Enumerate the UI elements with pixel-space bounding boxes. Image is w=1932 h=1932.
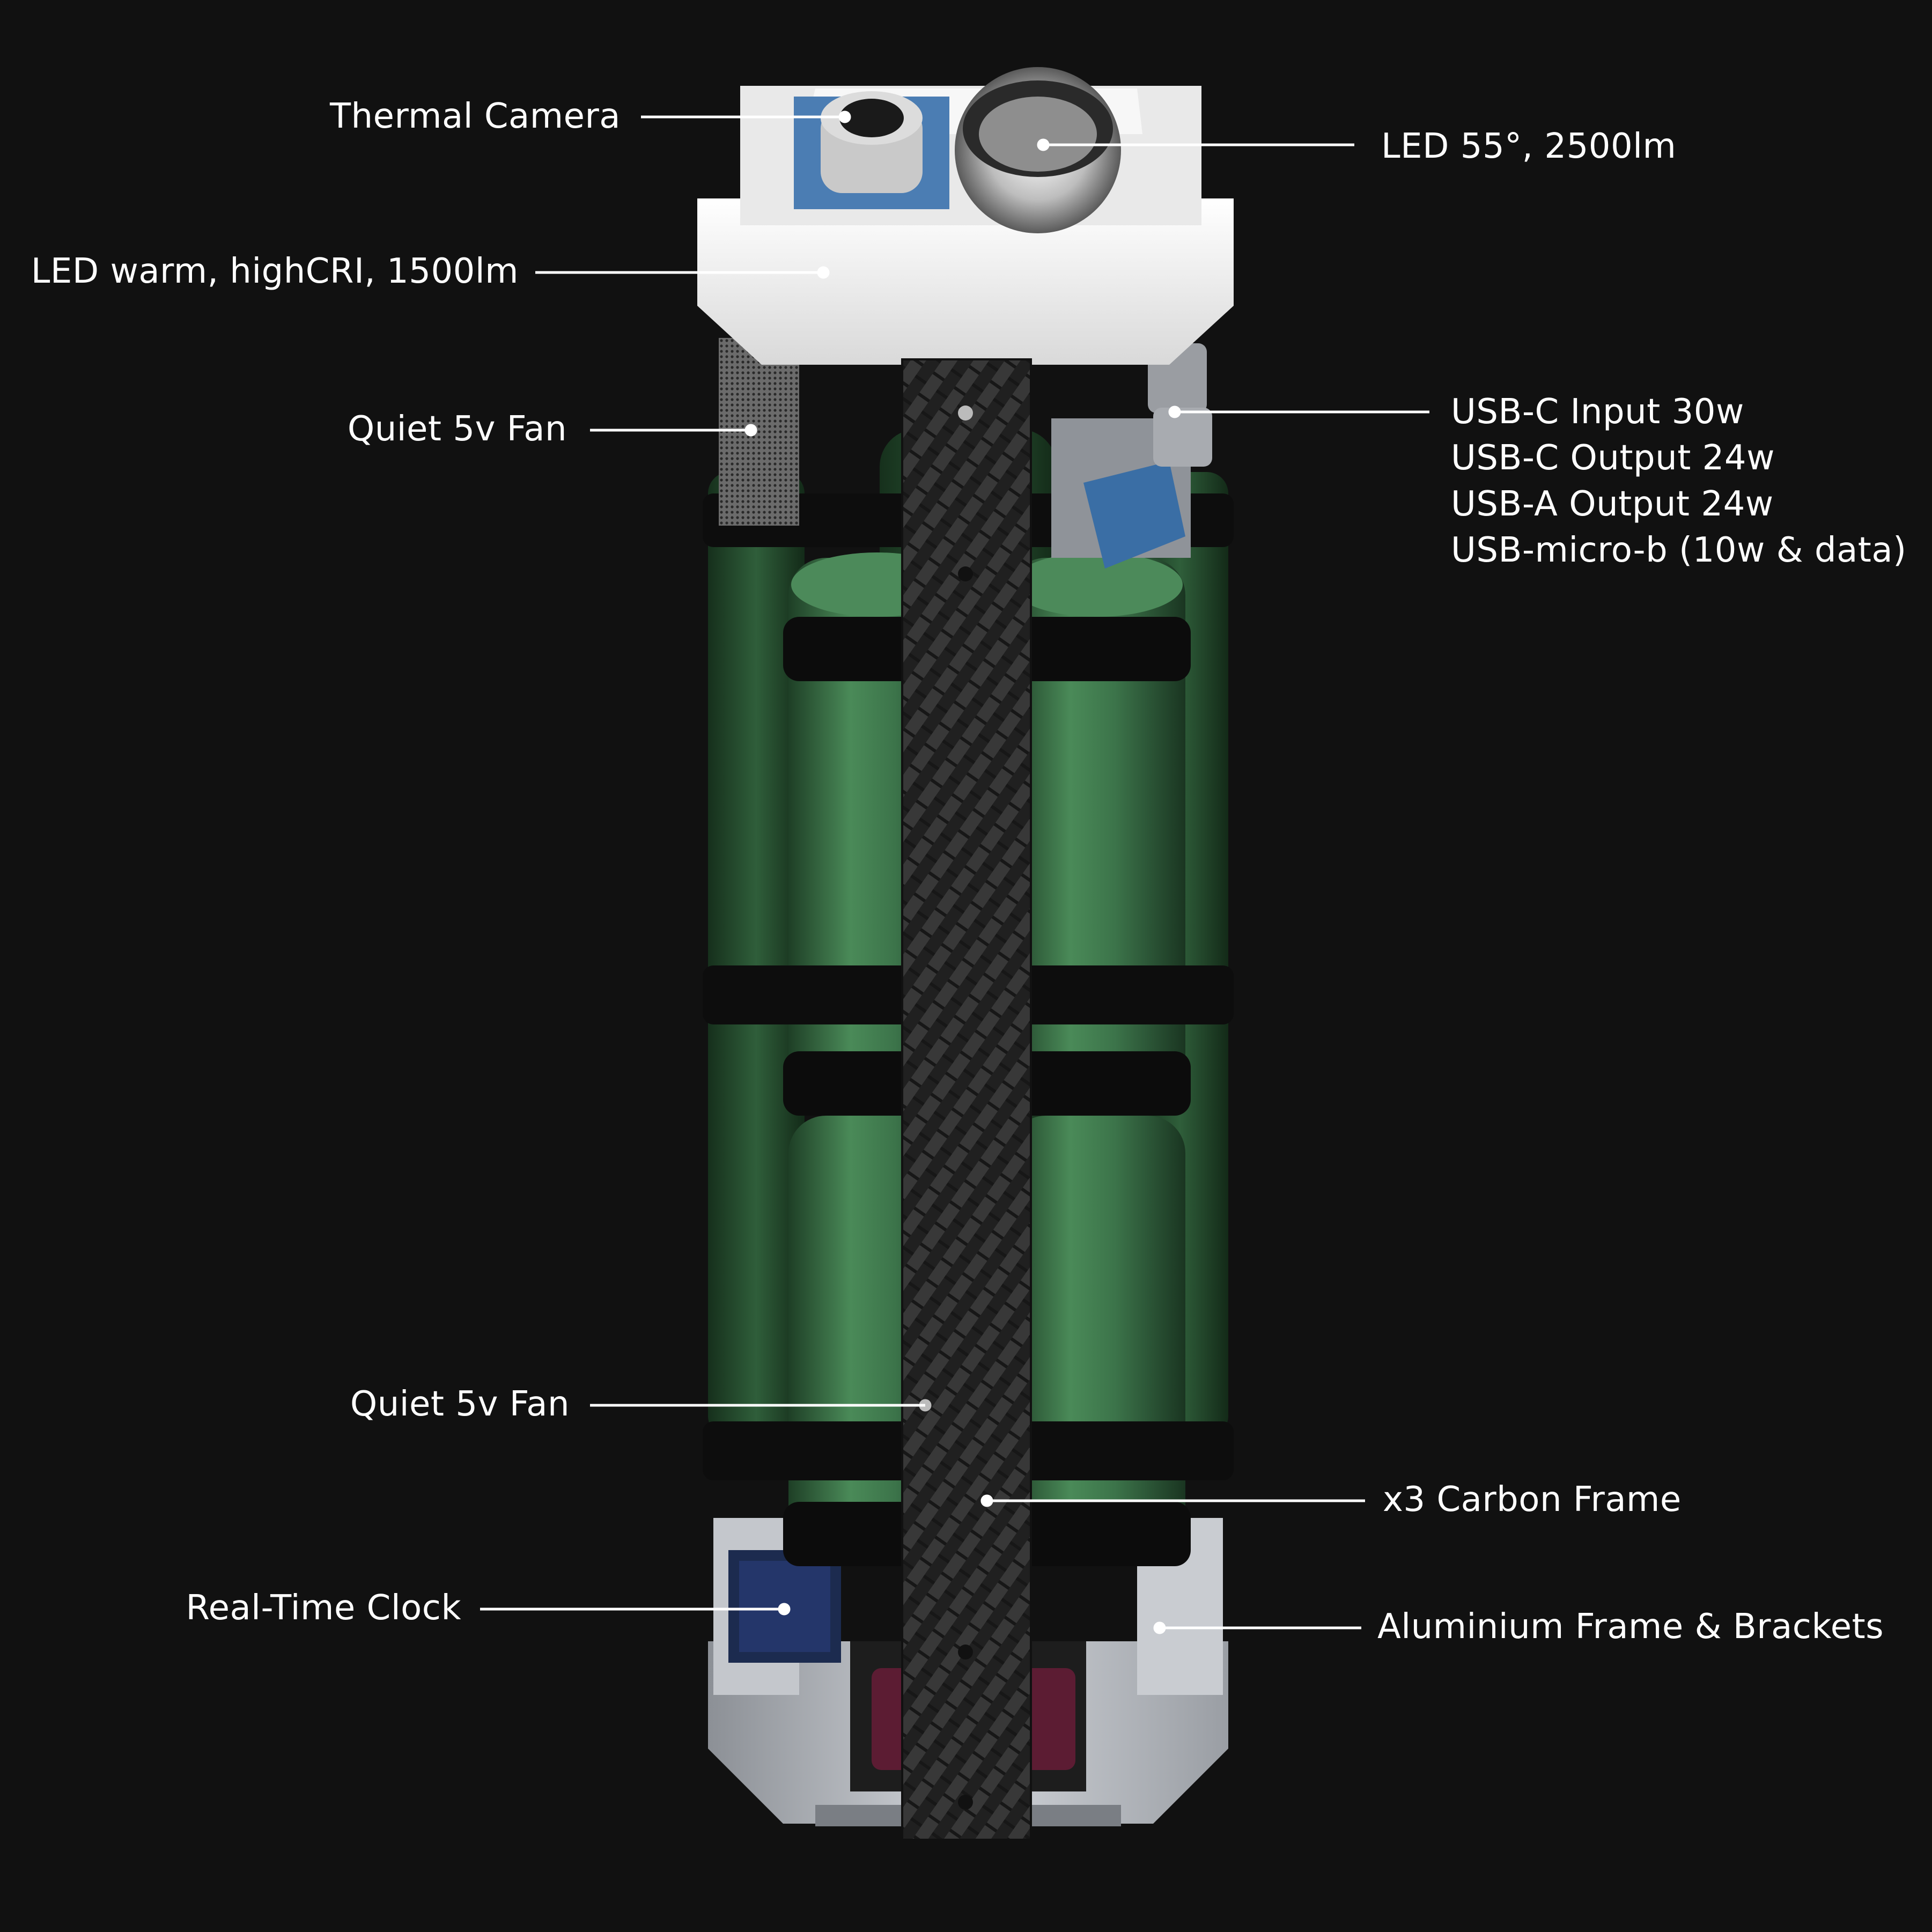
- fan-top-mesh: [719, 338, 799, 526]
- label-fan-bottom: Quiet 5v Fan: [350, 1384, 570, 1424]
- label-fan-top: Quiet 5v Fan: [347, 409, 567, 449]
- usb-port-line: USB-micro-b (10w & data): [1451, 530, 1907, 570]
- usb-port-line: USB-C Input 30w: [1451, 392, 1744, 432]
- label-rtc: Real-Time Clock: [186, 1588, 461, 1628]
- label-usb-ports: USB-C Input 30w USB-C Output 24w USB-A O…: [1451, 389, 1907, 573]
- main-led-reflector: [955, 67, 1121, 233]
- label-led-warm: LED warm, highCRI, 1500lm: [31, 252, 519, 291]
- carbon-frame-strip: [901, 358, 1032, 1841]
- label-aluminium-frame: Aluminium Frame & Brackets: [1377, 1607, 1884, 1647]
- label-carbon-frame: x3 Carbon Frame: [1383, 1480, 1682, 1520]
- label-led-main: LED 55°, 2500lm: [1381, 127, 1677, 166]
- usb-port-line: USB-A Output 24w: [1451, 484, 1774, 524]
- usb-port-line: USB-C Output 24w: [1451, 438, 1775, 478]
- usb-board: [1051, 343, 1212, 569]
- thermal-camera-module: [794, 91, 949, 209]
- label-thermal-camera: Thermal Camera: [329, 97, 621, 136]
- leader-lines: [480, 110, 1429, 1634]
